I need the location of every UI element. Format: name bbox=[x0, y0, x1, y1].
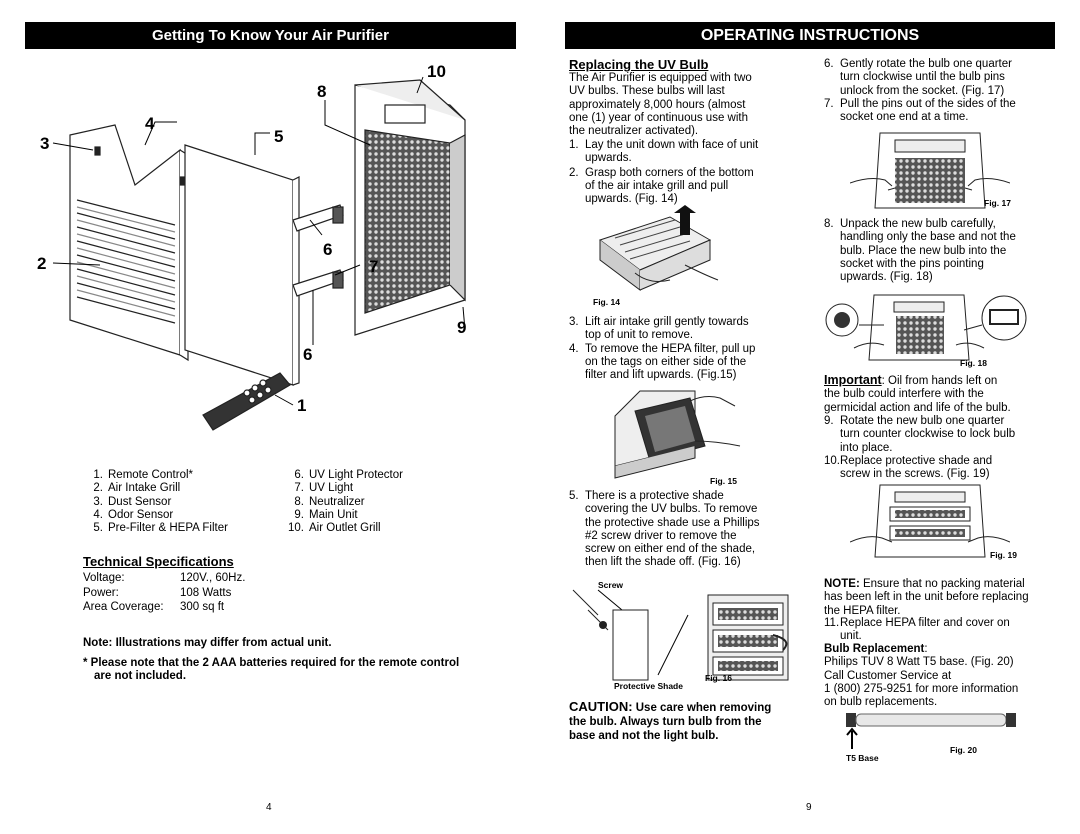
left-header-banner: Getting To Know Your Air Purifier bbox=[25, 22, 516, 49]
fig14-caption: Fig. 14 bbox=[593, 297, 620, 307]
callout-6-upper: 6 bbox=[323, 240, 333, 259]
callout-1: 1 bbox=[297, 396, 307, 415]
battery-note-line1: * Please note that the 2 AAA batteries r… bbox=[83, 657, 460, 669]
tech-spec-table: Voltage:120V., 60Hz. Power:108 Watts Are… bbox=[83, 571, 245, 615]
parts-list-col1: 1.Remote Control* 2.Air Intake Grill 3.D… bbox=[85, 469, 228, 535]
part-item: 10.Air Outlet Grill bbox=[288, 522, 381, 535]
fig20-t5-bulb-illustration bbox=[846, 713, 1016, 749]
protective-shade-label: Protective Shade bbox=[614, 681, 683, 691]
air-intake-grill-drawing bbox=[69, 124, 189, 362]
right-header-banner: OPERATING INSTRUCTIONS bbox=[565, 22, 1055, 49]
screw-label: Screw bbox=[598, 580, 624, 590]
part-item: 9.Main Unit bbox=[294, 508, 358, 521]
uv-bulb-title: Replacing the UV Bulb bbox=[569, 57, 709, 72]
bulb-replacement-title: Bulb Replacement bbox=[824, 643, 925, 655]
illustration-note: Note: Illustrations may differ from actu… bbox=[83, 637, 332, 649]
bulb-replacement-block: Bulb Replacement: Philips TUV 8 Watt T5 … bbox=[824, 643, 1019, 709]
caution-word: CAUTION: bbox=[569, 699, 633, 714]
part-item: 6.UV Light Protector bbox=[294, 469, 403, 481]
callout-9: 9 bbox=[457, 318, 467, 337]
tech-spec-title: Technical Specifications bbox=[83, 554, 234, 569]
part-item: 8.Neutralizer bbox=[294, 495, 365, 508]
t5-base-label: T5 Base bbox=[846, 753, 879, 763]
callout-4: 4 bbox=[145, 114, 155, 133]
callout-3: 3 bbox=[40, 134, 50, 153]
part-item: 2.Air Intake Grill bbox=[93, 482, 181, 495]
step-8-list: 8. Unpack the new bulb carefully,handlin… bbox=[824, 218, 1064, 284]
packing-note: NOTE: Ensure that no packing material ha… bbox=[824, 578, 1029, 617]
fig14-grill-removal-illustration bbox=[598, 205, 719, 291]
main-unit-drawing bbox=[354, 79, 466, 336]
fig16-shade-removal-illustration bbox=[572, 589, 789, 681]
fig20-caption: Fig. 20 bbox=[950, 745, 977, 755]
fig15-hepa-removal-illustration bbox=[614, 390, 741, 479]
note-word: NOTE: bbox=[824, 578, 860, 590]
part-item: 5.Pre-Filter & HEPA Filter bbox=[93, 522, 228, 535]
callout-2: 2 bbox=[37, 254, 47, 273]
callout-7: 7 bbox=[369, 257, 379, 276]
step-8: 8. Unpack the new bulb carefully,handlin… bbox=[824, 218, 1016, 284]
callout-8: 8 bbox=[317, 82, 327, 101]
callout-10: 10 bbox=[427, 62, 446, 81]
fig18-new-bulb-illustration bbox=[825, 294, 1027, 361]
fig19-caption: Fig. 19 bbox=[990, 550, 1017, 560]
spec-row: Area Coverage:300 sq ft bbox=[83, 601, 225, 613]
exploded-view-illustration bbox=[52, 76, 466, 431]
fig18-caption: Fig. 18 bbox=[960, 358, 987, 368]
important-note: Important: Oil from hands left on the bu… bbox=[824, 373, 1011, 414]
fig15-caption: Fig. 15 bbox=[710, 476, 737, 486]
fig17-caption: Fig. 17 bbox=[984, 198, 1011, 208]
right-page-number: 9 bbox=[806, 802, 812, 813]
caution-block: CAUTION: Use care when removing the bulb… bbox=[569, 699, 772, 743]
callout-5: 5 bbox=[274, 127, 284, 146]
left-header-title: Getting To Know Your Air Purifier bbox=[152, 27, 389, 44]
fig16-caption: Fig. 16 bbox=[705, 673, 732, 683]
remote-control-drawing bbox=[202, 372, 291, 431]
fig19-shade-replace-illustration bbox=[850, 484, 1010, 558]
callout-6-lower: 6 bbox=[303, 345, 313, 364]
parts-list-col2: 6.UV Light Protector 7.UV Light 8.Neutra… bbox=[286, 469, 403, 535]
spec-row: Power:108 Watts bbox=[83, 586, 232, 599]
part-item: 4.Odor Sensor bbox=[93, 508, 174, 521]
right-header-title: OPERATING INSTRUCTIONS bbox=[700, 27, 920, 44]
important-word: Important bbox=[824, 373, 882, 387]
callout-leader-lines bbox=[52, 76, 466, 406]
part-item: 3.Dust Sensor bbox=[93, 495, 172, 508]
battery-note-line2: are not included. bbox=[94, 670, 187, 682]
fig17-bulb-unlock-illustration bbox=[850, 132, 1010, 209]
left-page-number: 4 bbox=[266, 802, 272, 813]
hepa-filter-drawing bbox=[184, 144, 300, 386]
part-item: 1.Remote Control* bbox=[93, 469, 194, 481]
part-item: 7.UV Light bbox=[294, 482, 354, 495]
spec-row: Voltage:120V., 60Hz. bbox=[83, 572, 246, 584]
uv-light-drawing bbox=[292, 204, 344, 297]
